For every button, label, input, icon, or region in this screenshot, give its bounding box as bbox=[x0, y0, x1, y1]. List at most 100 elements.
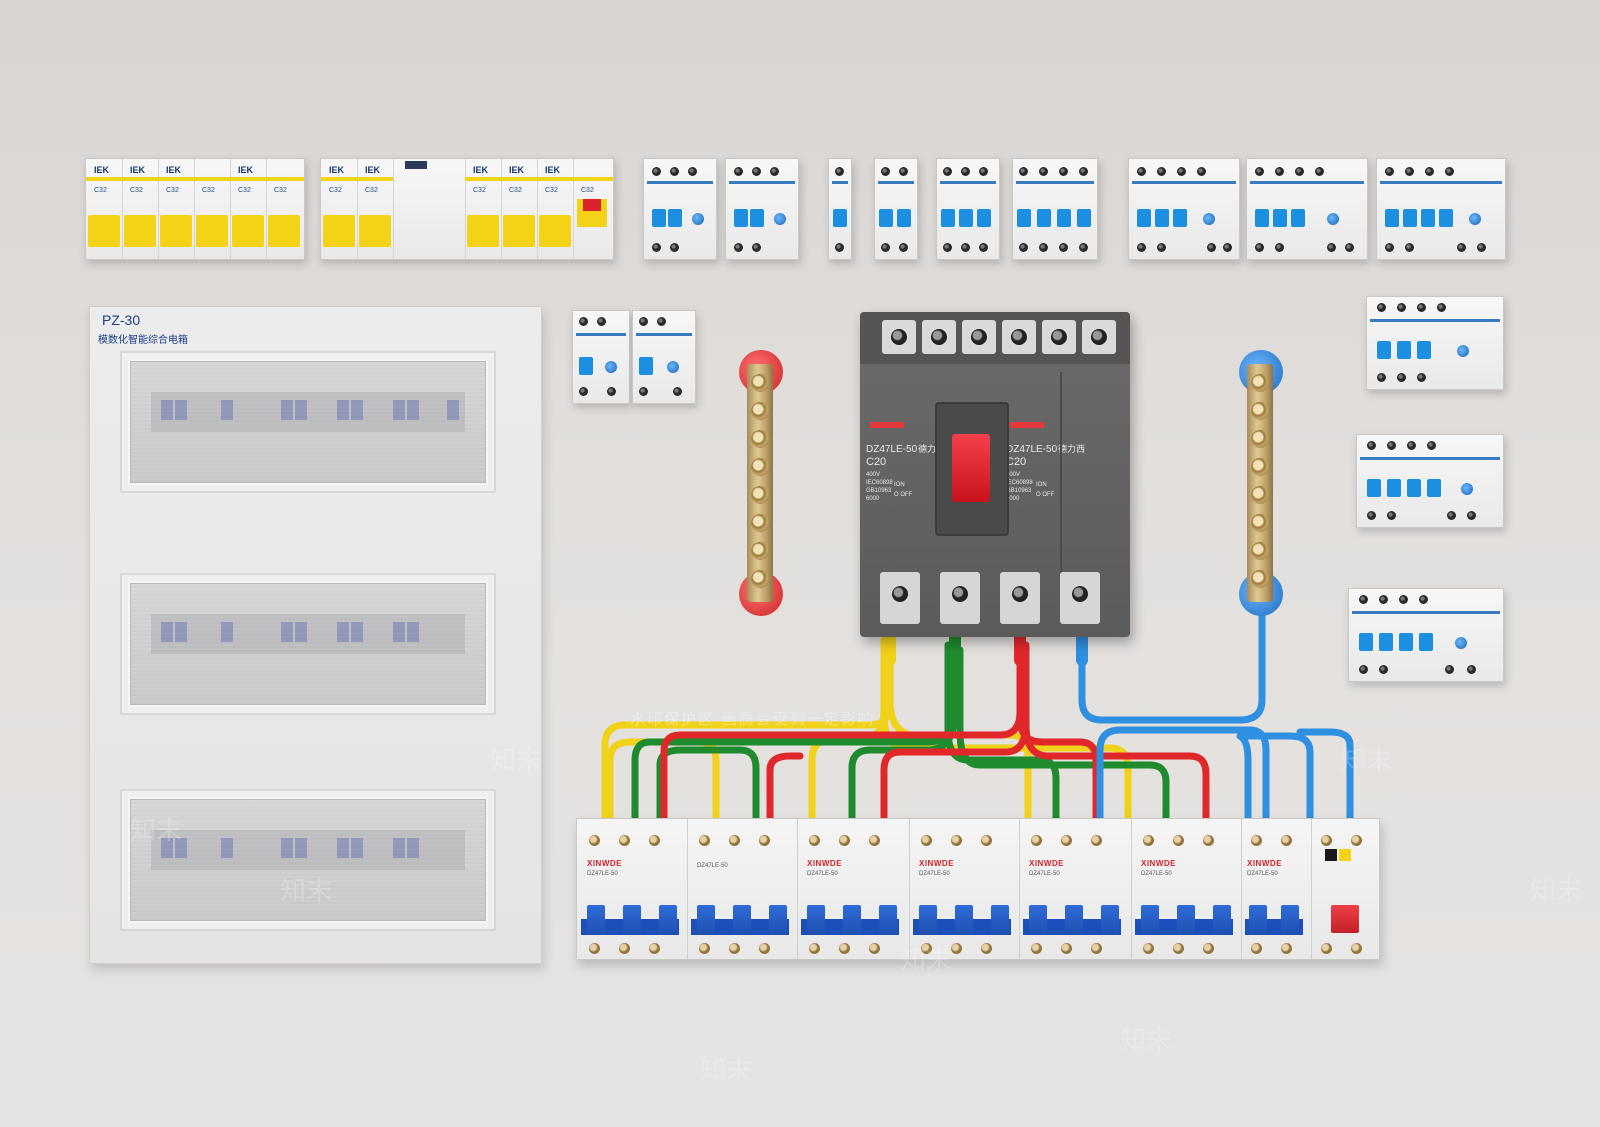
test-button[interactable] bbox=[1203, 213, 1215, 225]
bottom-breaker[interactable]: XINWDE DZ47LE-50 bbox=[1019, 819, 1132, 959]
blue-handle[interactable] bbox=[1273, 209, 1287, 227]
rcbo-4p-right[interactable] bbox=[1356, 434, 1504, 528]
enclosure-window-bottom[interactable] bbox=[120, 789, 496, 931]
bottom-breaker[interactable]: XINWDE DZ47LE-50 bbox=[797, 819, 910, 959]
red-handle[interactable] bbox=[1331, 905, 1359, 933]
blue-handle[interactable] bbox=[879, 209, 893, 227]
blue-handle[interactable] bbox=[750, 209, 764, 227]
test-button[interactable] bbox=[774, 213, 786, 225]
blue-handle[interactable] bbox=[1291, 209, 1305, 227]
blue-handle[interactable] bbox=[879, 905, 897, 935]
rcbo-3p-right[interactable] bbox=[1366, 296, 1504, 390]
iek-breaker-group-2[interactable]: IEK IEK IEK IEK IEK C32 C32 C32 C32 C32 … bbox=[320, 158, 614, 260]
blue-handle[interactable] bbox=[1017, 209, 1031, 227]
yellow-handle[interactable] bbox=[323, 215, 355, 247]
blue-handle[interactable] bbox=[959, 209, 973, 227]
blue-handle[interactable] bbox=[1065, 905, 1083, 935]
blue-handle[interactable] bbox=[1385, 209, 1399, 227]
yellow-handle[interactable] bbox=[359, 215, 391, 247]
mcb-1p[interactable] bbox=[828, 158, 852, 260]
test-button[interactable] bbox=[1457, 345, 1469, 357]
blue-handle[interactable] bbox=[1399, 633, 1413, 651]
blue-handle[interactable] bbox=[833, 209, 847, 227]
enclosure-window-top[interactable] bbox=[120, 351, 496, 493]
rcbo-3p[interactable] bbox=[1246, 158, 1368, 260]
main-circuit-breaker[interactable]: DZ47LE-50 德力西 C20 400V IEC60898 GB10963 … bbox=[860, 312, 1130, 637]
blue-handle[interactable] bbox=[579, 357, 593, 375]
blue-handle[interactable] bbox=[1213, 905, 1231, 935]
yellow-handle[interactable] bbox=[196, 215, 228, 247]
blue-handle[interactable] bbox=[1281, 905, 1299, 935]
blue-handle[interactable] bbox=[1077, 209, 1091, 227]
blue-handle[interactable] bbox=[1177, 905, 1195, 935]
blue-handle[interactable] bbox=[1427, 479, 1441, 497]
bottom-breaker[interactable]: XINWDE DZ47LE-50 bbox=[577, 819, 688, 959]
blue-handle[interactable] bbox=[1379, 633, 1393, 651]
blue-handle[interactable] bbox=[1141, 905, 1159, 935]
blue-handle[interactable] bbox=[1419, 633, 1433, 651]
blue-handle[interactable] bbox=[1101, 905, 1119, 935]
yellow-handle[interactable] bbox=[160, 215, 192, 247]
yellow-handle[interactable] bbox=[268, 215, 300, 247]
yellow-handle[interactable] bbox=[539, 215, 571, 247]
blue-handle[interactable] bbox=[623, 905, 641, 935]
main-breaker-handle[interactable] bbox=[952, 434, 990, 502]
test-button[interactable] bbox=[667, 361, 679, 373]
yellow-handle[interactable] bbox=[467, 215, 499, 247]
yellow-handle[interactable] bbox=[124, 215, 156, 247]
test-button[interactable] bbox=[1469, 213, 1481, 225]
blue-handle[interactable] bbox=[1249, 905, 1267, 935]
blue-handle[interactable] bbox=[977, 209, 991, 227]
iek-breaker-group-1[interactable]: IEK IEK IEK IEK C32 C32 C32 C32 C32 C32 bbox=[85, 158, 305, 260]
test-button[interactable] bbox=[692, 213, 704, 225]
blue-handle[interactable] bbox=[639, 357, 653, 375]
blue-handle[interactable] bbox=[1255, 209, 1269, 227]
rcbo-2p[interactable] bbox=[725, 158, 799, 260]
rcbo-4p[interactable] bbox=[1376, 158, 1506, 260]
blue-handle[interactable] bbox=[1359, 633, 1373, 651]
rcbo-1p-small[interactable] bbox=[632, 310, 696, 404]
blue-handle[interactable] bbox=[587, 905, 605, 935]
blue-handle[interactable] bbox=[1407, 479, 1421, 497]
blue-handle[interactable] bbox=[734, 209, 748, 227]
yellow-handle[interactable] bbox=[88, 215, 120, 247]
enclosure-window-middle[interactable] bbox=[120, 573, 496, 715]
blue-handle[interactable] bbox=[1439, 209, 1453, 227]
blue-handle[interactable] bbox=[991, 905, 1009, 935]
yellow-handle[interactable] bbox=[232, 215, 264, 247]
blue-handle[interactable] bbox=[1137, 209, 1151, 227]
blue-handle[interactable] bbox=[1155, 209, 1169, 227]
bottom-breaker[interactable]: XINWDE DZ47LE-50 bbox=[909, 819, 1020, 959]
blue-handle[interactable] bbox=[1057, 209, 1071, 227]
bottom-breaker[interactable]: XINWDE DZ47LE-50 bbox=[1131, 819, 1242, 959]
blue-handle[interactable] bbox=[733, 905, 751, 935]
blue-handle[interactable] bbox=[1173, 209, 1187, 227]
blue-handle[interactable] bbox=[955, 905, 973, 935]
bottom-breaker[interactable]: XINWDE DZ47LE-50 bbox=[1241, 819, 1312, 959]
blue-handle[interactable] bbox=[1037, 209, 1051, 227]
blue-handle[interactable] bbox=[1387, 479, 1401, 497]
blue-handle[interactable] bbox=[1029, 905, 1047, 935]
test-button[interactable] bbox=[1455, 637, 1467, 649]
blue-handle[interactable] bbox=[919, 905, 937, 935]
rcbo-3p[interactable] bbox=[1128, 158, 1240, 260]
bottom-breaker[interactable]: DZ47LE-50 bbox=[687, 819, 798, 959]
blue-handle[interactable] bbox=[1397, 341, 1411, 359]
blue-handle[interactable] bbox=[843, 905, 861, 935]
yellow-handle[interactable] bbox=[503, 215, 535, 247]
test-button[interactable] bbox=[1327, 213, 1339, 225]
rcbo-2p[interactable] bbox=[643, 158, 717, 260]
blue-handle[interactable] bbox=[897, 209, 911, 227]
blue-handle[interactable] bbox=[668, 209, 682, 227]
rcbo-1p-small[interactable] bbox=[572, 310, 630, 404]
blue-handle[interactable] bbox=[807, 905, 825, 935]
blue-handle[interactable] bbox=[941, 209, 955, 227]
blue-handle[interactable] bbox=[1377, 341, 1391, 359]
blue-handle[interactable] bbox=[659, 905, 677, 935]
blue-handle[interactable] bbox=[1417, 341, 1431, 359]
blue-handle[interactable] bbox=[1403, 209, 1417, 227]
mcb-3p[interactable] bbox=[936, 158, 1000, 260]
blue-handle[interactable] bbox=[1367, 479, 1381, 497]
mcb-4p[interactable] bbox=[1012, 158, 1098, 260]
test-button[interactable] bbox=[605, 361, 617, 373]
